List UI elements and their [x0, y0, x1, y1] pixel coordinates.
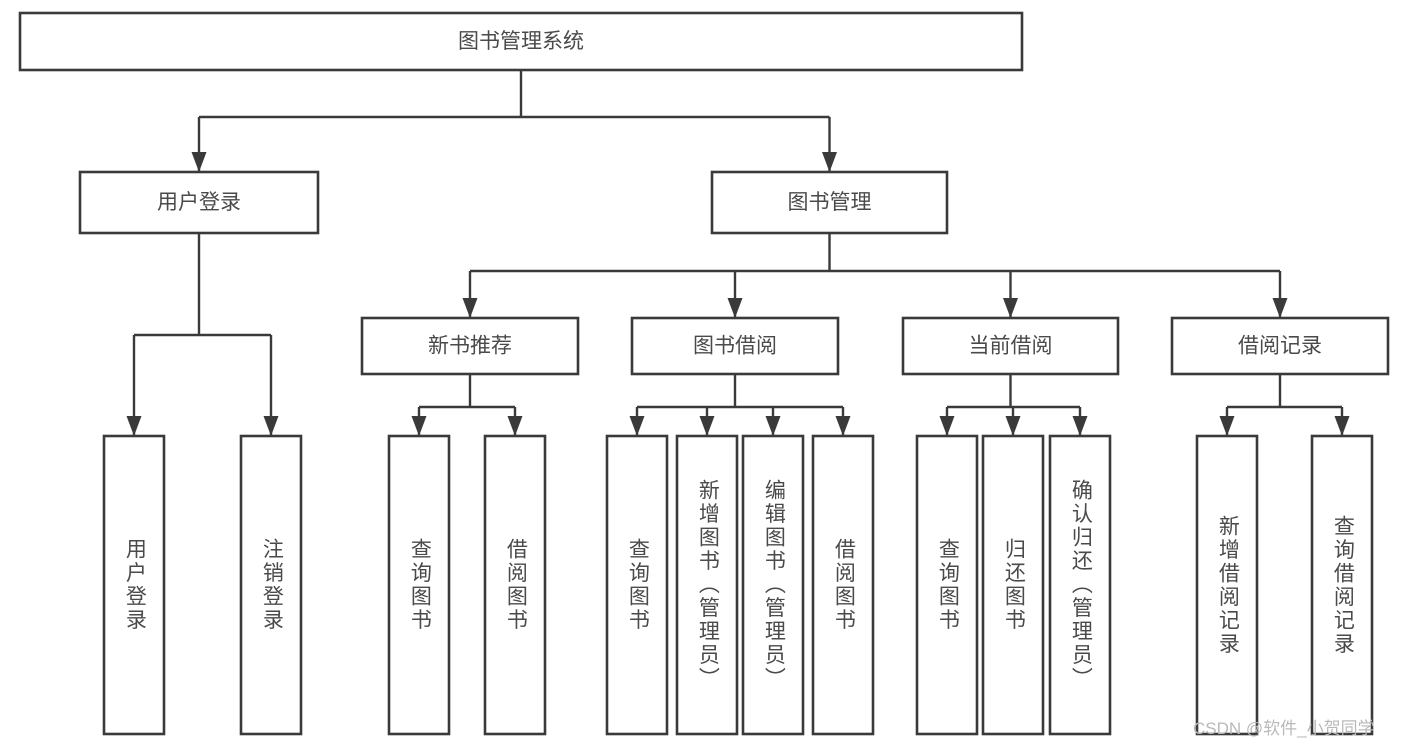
- watermark-text: CSDN @软件_小贺同学: [1193, 719, 1375, 738]
- conn-new-book-recommend: [411, 374, 523, 436]
- node-box-current-borrow[interactable]: [901, 316, 1120, 376]
- arrow-head: [263, 416, 279, 436]
- node-box-layer: [18, 11, 1390, 736]
- conn-borrow-record: [1219, 374, 1350, 436]
- node-box-leaf-borrow-book-bor[interactable]: [811, 434, 875, 736]
- node-box-leaf-edit-book[interactable]: [741, 434, 805, 736]
- arrow-head: [699, 416, 715, 436]
- node-box-leaf-query-book-rec[interactable]: [387, 434, 451, 736]
- conn-current-borrow: [939, 374, 1088, 436]
- arrow-head: [1072, 416, 1088, 436]
- arrow-head: [629, 416, 645, 436]
- conn-user-login: [126, 233, 279, 436]
- connector-layer: [126, 70, 1350, 436]
- node-box-leaf-logout[interactable]: [239, 434, 303, 736]
- node-box-book-manage[interactable]: [710, 170, 949, 235]
- node-box-leaf-add-book[interactable]: [675, 434, 739, 736]
- node-box-leaf-confirm-return[interactable]: [1048, 434, 1112, 736]
- arrow-head: [835, 416, 851, 436]
- conn-root: [191, 70, 837, 172]
- node-box-borrow-record[interactable]: [1170, 316, 1390, 376]
- node-label-borrow-record: 借阅记录: [1238, 335, 1322, 358]
- arrow-head: [411, 416, 427, 436]
- conn-book-borrow: [629, 374, 851, 436]
- arrow-head: [191, 152, 207, 172]
- node-box-root[interactable]: [18, 11, 1024, 72]
- node-box-leaf-query-record[interactable]: [1310, 434, 1374, 736]
- arrow-head: [727, 298, 743, 318]
- node-box-leaf-borrow-book-rec[interactable]: [483, 434, 547, 736]
- node-box-book-borrow[interactable]: [630, 316, 840, 376]
- arrow-head: [1003, 298, 1018, 318]
- conn-book-manage: [462, 233, 1288, 318]
- node-label-book-borrow: 图书借阅: [693, 335, 777, 358]
- arrow-head: [939, 416, 955, 436]
- arrow-head: [1334, 416, 1350, 436]
- arrow-head: [126, 416, 142, 436]
- node-box-new-book-recommend[interactable]: [360, 316, 580, 376]
- node-label-user-login: 用户登录: [157, 191, 241, 214]
- arrow-head: [1005, 416, 1021, 436]
- arrow-head: [765, 416, 781, 436]
- node-box-user-login[interactable]: [78, 170, 320, 235]
- arrow-head: [1272, 298, 1288, 318]
- node-box-leaf-add-record[interactable]: [1195, 434, 1259, 736]
- arrow-head: [462, 298, 478, 318]
- node-box-leaf-return-book[interactable]: [981, 434, 1045, 736]
- arrow-head: [822, 152, 837, 172]
- node-label-current-borrow: 当前借阅: [969, 335, 1053, 358]
- arrow-head: [507, 416, 523, 436]
- node-box-leaf-user-login[interactable]: [102, 434, 166, 736]
- node-box-leaf-query-book-bor[interactable]: [605, 434, 669, 736]
- node-box-leaf-query-book-cur[interactable]: [915, 434, 979, 736]
- node-label-new-book-recommend: 新书推荐: [428, 335, 512, 358]
- node-label-root: 图书管理系统: [458, 30, 584, 53]
- node-label-book-manage: 图书管理: [788, 191, 872, 214]
- arrow-head: [1219, 416, 1235, 436]
